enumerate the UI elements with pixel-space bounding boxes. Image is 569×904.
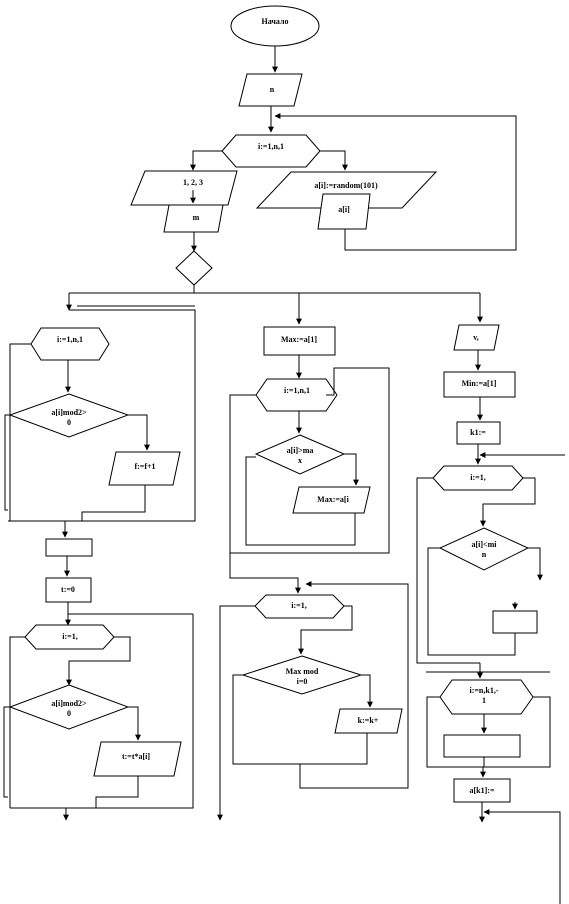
b3-min-init-label: Min:=a[1] [462, 379, 497, 388]
start-label: Начало [262, 17, 289, 26]
assign-random-parallelogram [255, 171, 438, 209]
b1-cond2-diamond [8, 684, 130, 730]
b2-assign-label: Max:=a[i [317, 495, 349, 504]
output-ai-label: a[i] [338, 205, 350, 214]
b2-cond-diamond [254, 434, 346, 475]
b1-assign-label: f:=f+1 [134, 462, 155, 471]
input-n-parallelogram [238, 73, 303, 107]
assign-random-label: a[i]:=random(101) [314, 181, 378, 190]
b2-loop2-label: i:=1, [291, 601, 306, 610]
b3-min-init-box [443, 371, 516, 398]
b1-loop-label: i:=1,n,1 [57, 335, 83, 344]
input-m-label: m [193, 213, 200, 222]
b1-loop-hexagon [30, 327, 110, 361]
b3-empty-box [492, 610, 538, 634]
output-ai-parallelogram [317, 193, 371, 230]
menu-decision-diamond [175, 250, 213, 286]
b3-assign-last-label: a[k1]:= [470, 786, 495, 795]
b1-assign-parallelogram [108, 451, 181, 486]
b1-init-box [45, 577, 92, 603]
b3-loop2-label: i:=n,k1,-1 [469, 686, 498, 705]
b1-assign2-parallelogram [93, 741, 182, 777]
input-n-label: n [270, 85, 275, 94]
b3-k-init-label: k1:= [470, 428, 486, 437]
input-m-parallelogram [163, 204, 224, 233]
b2-assign2-parallelogram [334, 708, 403, 734]
b2-max-init-box [263, 326, 336, 356]
b1-init-label: t:=0 [61, 585, 75, 594]
loop-fill-hexagon [221, 134, 321, 168]
b1-empty-box [45, 538, 93, 557]
menu-options-label: 1, 2, 3 [183, 178, 203, 187]
b2-assign-parallelogram [292, 486, 371, 514]
b3-cond-diamond [438, 527, 530, 571]
loop-fill-label: i:=1,n,1 [258, 142, 284, 151]
b1-cond2-label: a[i]mod2>0 [51, 699, 87, 718]
b2-loop-label: i:=1,n,1 [284, 386, 310, 395]
b1-cond-label: a[i]mod2>0 [51, 408, 87, 427]
b2-cond2-diamond [241, 655, 363, 695]
b1-cond-diamond [8, 393, 130, 438]
b2-max-init-label: Max:=a[1] [281, 335, 317, 344]
b1-assign2-label: t:=t*a[i] [122, 752, 150, 761]
b3-loop-label: i:=1, [470, 473, 485, 482]
b2-loop-hexagon [255, 378, 338, 412]
b2-assign2-label: k:=k+ [358, 716, 379, 725]
b3-input-label: v, [473, 333, 479, 342]
start-terminator [230, 5, 320, 47]
b1-loop2-label: i:=1, [62, 632, 77, 641]
b3-input-parallelogram [453, 324, 500, 351]
b3-empty-box-2 [443, 734, 521, 758]
menu-options-parallelogram [130, 170, 238, 206]
